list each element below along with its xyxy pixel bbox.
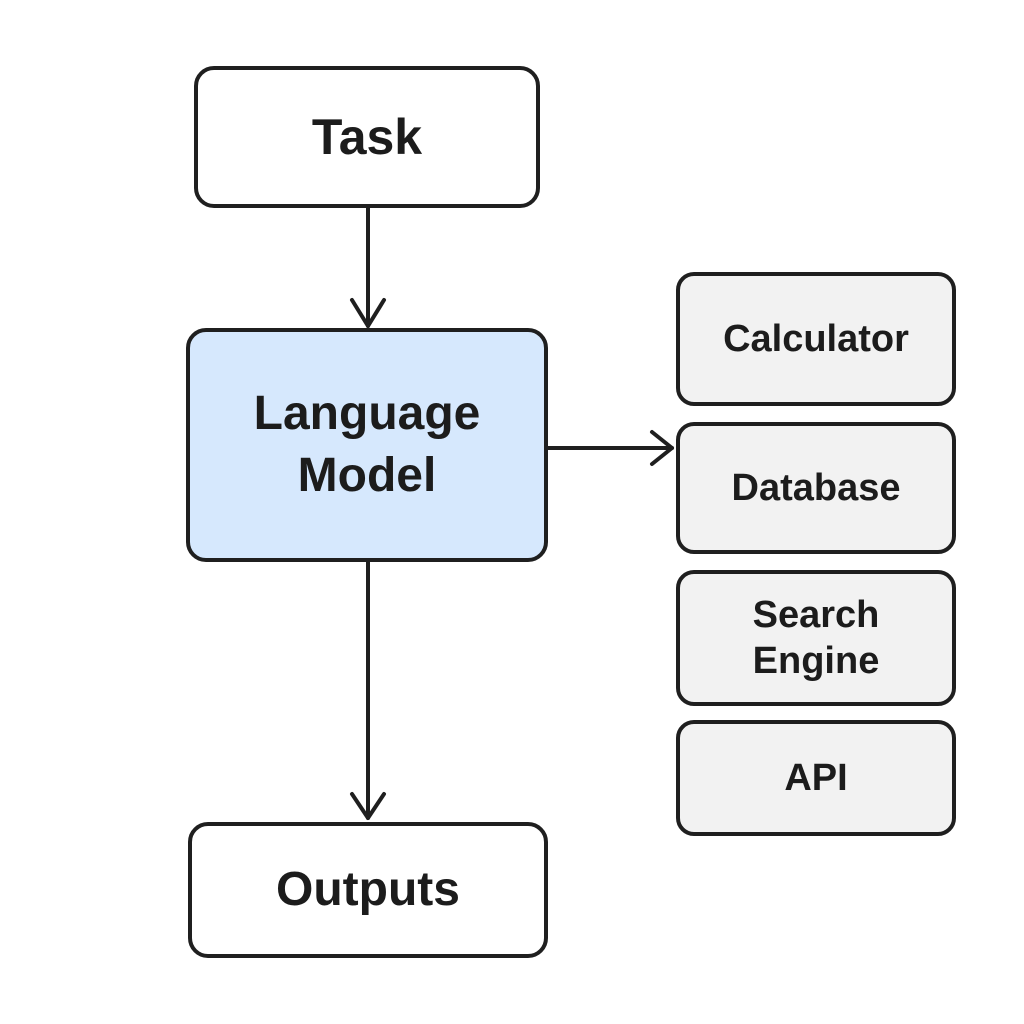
- tool-api-label: API: [784, 756, 848, 799]
- tool-search-engine-label-line1: Search: [752, 593, 880, 636]
- outputs-label: Outputs: [276, 863, 460, 917]
- tool-search-engine-label-line2: Engine: [752, 640, 880, 682]
- language-model-label-line1: Language: [253, 386, 481, 440]
- tool-database-label: Database: [731, 466, 901, 509]
- arrow-model-to-tools: [546, 430, 674, 466]
- tool-search-engine: Search Engine: [676, 570, 956, 706]
- tool-database: Database: [676, 422, 956, 554]
- task-node: Task: [194, 66, 540, 208]
- task-label: Task: [311, 109, 423, 165]
- arrow-task-to-model: [350, 206, 386, 328]
- arrow-model-to-outputs: [350, 560, 386, 820]
- tool-api: API: [676, 720, 956, 836]
- outputs-node: Outputs: [188, 822, 548, 958]
- language-model-label-line2: Model: [297, 449, 437, 502]
- tool-calculator: Calculator: [676, 272, 956, 406]
- language-model-node: Language Model: [186, 328, 548, 562]
- tool-calculator-label: Calculator: [723, 317, 909, 360]
